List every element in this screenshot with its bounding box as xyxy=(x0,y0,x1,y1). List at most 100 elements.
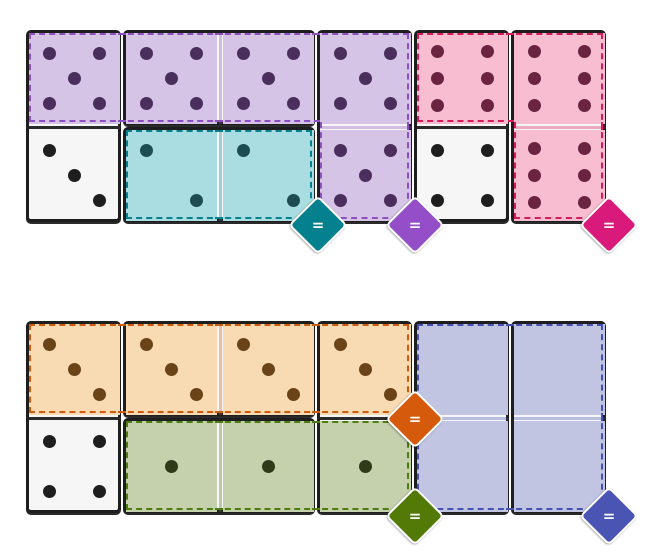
region-outline-edge xyxy=(312,411,409,413)
domino-half xyxy=(320,130,411,221)
pip xyxy=(384,97,398,111)
pip xyxy=(262,72,275,85)
pip xyxy=(578,141,592,155)
constraint-label: = xyxy=(602,507,616,525)
region-outline-edge xyxy=(417,33,419,122)
pip xyxy=(430,143,444,157)
region-outline-edge xyxy=(215,120,320,122)
domino-half xyxy=(514,130,605,221)
pip xyxy=(527,44,541,58)
domino-tile[interactable] xyxy=(123,30,315,125)
region-outline-edge xyxy=(310,130,312,219)
pip xyxy=(190,388,204,402)
pip xyxy=(42,337,56,351)
pip xyxy=(430,44,444,58)
domino-half xyxy=(417,130,508,221)
pip xyxy=(359,169,372,182)
pip xyxy=(42,143,56,157)
domino-half xyxy=(29,421,120,512)
region-outline-edge xyxy=(514,217,603,219)
pip xyxy=(190,46,204,60)
domino-half xyxy=(29,130,120,221)
pip xyxy=(236,97,250,111)
domino-half xyxy=(126,421,217,512)
region-outline-edge xyxy=(601,413,603,510)
pip xyxy=(527,99,541,113)
domino-divider xyxy=(417,126,508,129)
region-outline-edge xyxy=(126,130,223,132)
pip xyxy=(93,194,107,208)
domino-half xyxy=(126,324,217,415)
domino-tile[interactable] xyxy=(26,30,121,222)
region-outline-edge xyxy=(506,508,603,510)
domino-half xyxy=(514,421,605,512)
pip xyxy=(287,388,301,402)
pip xyxy=(68,169,81,182)
pip xyxy=(359,72,372,85)
domino-half xyxy=(417,33,508,124)
pip xyxy=(93,434,107,448)
domino-tile[interactable] xyxy=(511,30,606,222)
domino-half xyxy=(320,33,411,124)
domino-tile[interactable] xyxy=(26,321,121,513)
pip xyxy=(578,196,592,210)
region-outline-edge xyxy=(601,122,603,219)
region-outline-edge xyxy=(29,33,126,35)
pip xyxy=(527,141,541,155)
domino-half xyxy=(126,130,217,221)
domino-tile[interactable] xyxy=(511,321,606,513)
pip xyxy=(430,72,444,85)
region-outline-edge xyxy=(215,324,320,326)
pip xyxy=(384,143,398,157)
constraint-label: = xyxy=(408,507,422,525)
region-outline-edge xyxy=(29,324,126,326)
pip xyxy=(578,72,592,85)
region-outline-edge xyxy=(312,421,409,423)
region-outline-edge xyxy=(312,33,409,35)
domino-divider xyxy=(29,417,120,420)
pip xyxy=(333,97,347,111)
pip xyxy=(42,46,56,60)
pip xyxy=(139,337,153,351)
domino-divider xyxy=(219,33,222,124)
region-outline-edge xyxy=(215,411,320,413)
region-outline-edge xyxy=(417,324,419,421)
pip xyxy=(430,99,444,113)
pip xyxy=(333,337,347,351)
pip xyxy=(93,485,107,499)
region-outline-edge xyxy=(215,33,320,35)
region-outline-edge xyxy=(126,421,128,510)
domino-tile[interactable] xyxy=(414,321,509,513)
domino-tile[interactable] xyxy=(123,418,315,513)
domino-tile[interactable] xyxy=(123,321,315,416)
pip xyxy=(359,460,372,473)
region-outline-edge xyxy=(514,122,516,219)
domino-tile[interactable] xyxy=(414,30,509,222)
pip xyxy=(527,196,541,210)
pip xyxy=(578,169,592,182)
region-outline-edge xyxy=(417,120,514,122)
region-outline-edge xyxy=(29,120,126,122)
pip xyxy=(481,99,495,113)
region-outline-edge xyxy=(215,421,320,423)
pip xyxy=(527,169,541,182)
domino-tile[interactable] xyxy=(317,30,412,222)
pip xyxy=(42,97,56,111)
region-outline-edge xyxy=(29,33,31,122)
pip xyxy=(139,143,153,157)
region-outline-edge xyxy=(417,413,419,510)
region-outline-edge xyxy=(407,324,409,413)
pip xyxy=(236,143,250,157)
pip xyxy=(262,363,275,376)
pip xyxy=(165,72,178,85)
domino-divider xyxy=(219,324,222,415)
pip xyxy=(359,363,372,376)
pip xyxy=(481,143,495,157)
domino-tile[interactable] xyxy=(123,127,315,222)
pip xyxy=(190,194,204,208)
domino-half xyxy=(417,421,508,512)
domino-divider xyxy=(29,126,120,129)
domino-divider xyxy=(417,417,508,420)
pip xyxy=(384,388,398,402)
